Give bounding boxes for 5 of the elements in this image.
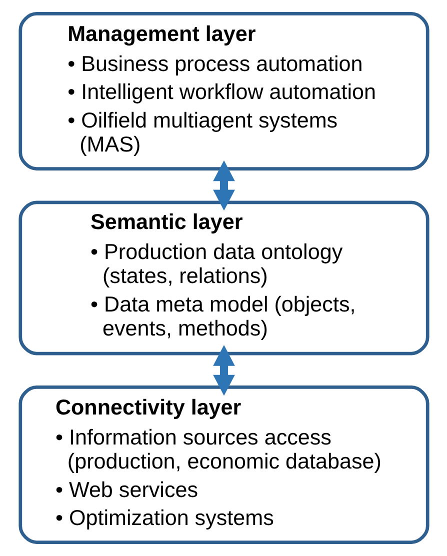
node-box: Connectivity layer • Information sources access (production, economic database) • Web services • Optimization systems bbox=[18, 386, 429, 544]
arrow bbox=[212, 344, 234, 396]
node-box: Management layer • Business process automation • Intelligent workflow automation • Oilfield multiagent systems (MAS) bbox=[18, 12, 429, 170]
arrow bbox=[212, 160, 234, 211]
node-box: Semantic layer • Production data ontology (states, relations) • Data meta model (objects, events, methods) bbox=[18, 200, 429, 356]
